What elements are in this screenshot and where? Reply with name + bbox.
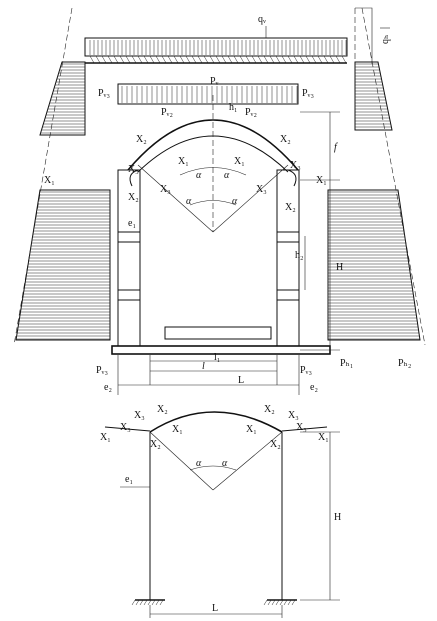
label-x2-low-tl: X₂: [157, 404, 168, 415]
label-e1-lower: e₁: [125, 474, 133, 485]
upper-dimensions: [117, 111, 340, 395]
label-alpha-low-l: α: [196, 458, 202, 469]
label-x3-tr: X₃: [290, 160, 301, 171]
label-x3-low-tl: X₃: [134, 410, 145, 421]
top-right-load-indicator: qₕ: [354, 7, 391, 64]
label-l1: l₁: [214, 352, 220, 363]
label-x3-mr: X₃: [256, 184, 267, 195]
label-x3-tl: X₃: [128, 164, 139, 175]
label-x3-low-l: X₃: [120, 422, 131, 433]
label-L-upper: L: [238, 375, 244, 386]
label-pv3-low-right: Pᵥ₃: [300, 365, 312, 376]
label-x1-low-cr: X₁: [246, 424, 257, 435]
label-x2-low-br: X₂: [270, 439, 281, 450]
label-h2: h₂: [295, 250, 304, 261]
label-h1: h₁: [229, 102, 238, 113]
label-x1-low-l: X₁: [100, 432, 111, 443]
label-x1-right: X₁: [316, 175, 327, 186]
top-load-band: qᵥ: [84, 14, 348, 64]
label-x2-mr: X₂: [285, 202, 296, 213]
label-x1-low-cl: X₁: [172, 424, 183, 435]
label-f: f: [334, 142, 338, 153]
label-x2-tl: X₂: [136, 134, 147, 145]
label-x2-low-bl: X₂: [150, 439, 161, 450]
right-soil-upper: [354, 61, 393, 131]
label-x1-cl: X₁: [178, 156, 189, 167]
left-soil-upper: [39, 61, 86, 136]
label-alpha-low-r: α: [222, 458, 228, 469]
label-alpha-ml: α: [186, 196, 192, 207]
upper-frame: [111, 83, 331, 355]
label-e2-right: e₂: [310, 382, 318, 393]
label-L-lower: L: [212, 603, 218, 614]
label-l-small: l: [202, 361, 205, 372]
label-x1-left: X₁: [44, 175, 55, 186]
right-soil-lower: [327, 189, 421, 341]
label-x1-low-r: X₁: [318, 432, 329, 443]
left-soil-lower: [15, 189, 111, 341]
label-ph2: Pₕ₂: [398, 358, 411, 369]
label-ph1: Pₕ₁: [340, 358, 353, 369]
right-slope-line: [361, 7, 426, 346]
label-pv: Pᵥ: [210, 76, 219, 87]
label-x3-ml: X₃: [160, 184, 171, 195]
label-x2-low-tr: X₂: [264, 404, 275, 415]
label-qv: qᵥ: [258, 14, 266, 25]
label-pv3-low-left: Pᵥ₃: [96, 365, 108, 376]
label-pv2-left: Pᵥ₂: [161, 107, 173, 118]
label-x1-cr: X₁: [234, 156, 245, 167]
lower-schematic: [104, 411, 340, 618]
label-alpha-ur: α: [224, 170, 230, 181]
label-x3-low-tr: X₃: [288, 410, 299, 421]
label-H-lower: H: [334, 512, 341, 523]
label-e2-left: e₂: [104, 382, 112, 393]
label-x3-low-r: X₃: [296, 422, 307, 433]
label-pv3-right: Pᵥ₃: [302, 88, 314, 99]
left-slope-line: [13, 7, 73, 346]
label-H-upper: H: [336, 262, 343, 273]
label-e1-upper: e₁: [128, 218, 136, 229]
label-alpha-mr: α: [232, 196, 238, 207]
label-x2-ml: X₂: [128, 192, 139, 203]
label-pv3-left: Pᵥ₃: [98, 88, 110, 99]
label-x2-tr: X₂: [280, 134, 291, 145]
label-pv2-right: Pᵥ₂: [245, 107, 257, 118]
label-qh-vertical: qₕ: [380, 35, 391, 44]
label-alpha-ul: α: [196, 170, 202, 181]
